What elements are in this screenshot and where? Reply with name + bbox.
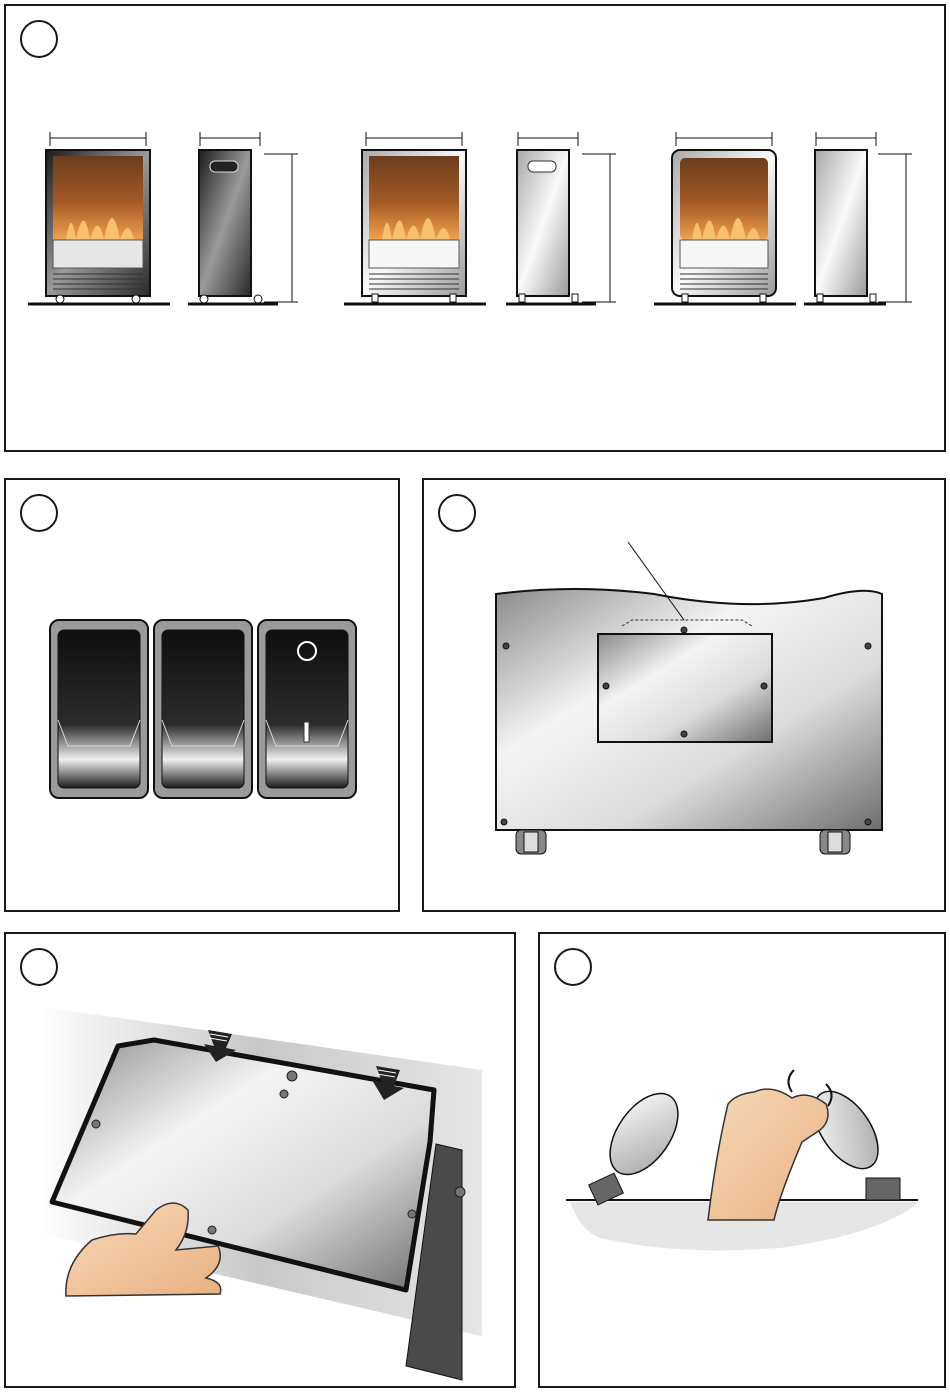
model-a-front-view	[28, 132, 170, 304]
bulb-replacement-illustration	[540, 934, 948, 1390]
heater-dimensions-illustration	[6, 6, 948, 454]
model-b-front-view	[344, 132, 486, 304]
panel-rear-cover	[422, 478, 946, 912]
model-c-side-view	[804, 132, 912, 304]
bulb-left	[589, 1081, 692, 1204]
model-b-side-view	[506, 132, 616, 304]
model-a-side-view	[188, 132, 298, 304]
power-line-icon	[304, 722, 309, 742]
rocker-switch-2	[154, 620, 252, 798]
rocker-switch-3	[258, 620, 356, 798]
panel-replace-bulb	[538, 932, 946, 1388]
rear-panel-illustration	[424, 480, 948, 914]
caster-left	[516, 830, 546, 854]
rocker-switches-illustration	[6, 480, 402, 914]
panel-dimensions	[4, 4, 946, 452]
panel-remove-cover	[4, 932, 516, 1388]
model-c-front-view	[654, 132, 796, 304]
service-cover-plate	[598, 634, 772, 742]
panel-switches	[4, 478, 400, 912]
rocker-switch-1	[50, 620, 148, 798]
caster-right	[820, 830, 850, 854]
cover-removal-illustration	[6, 934, 518, 1390]
